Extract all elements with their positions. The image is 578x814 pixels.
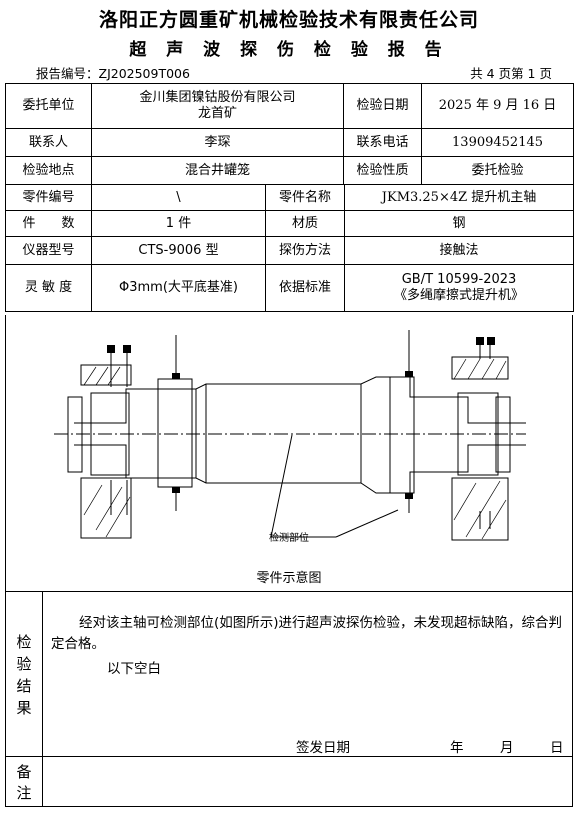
sensitivity-label: 灵 敏 度 [5, 264, 92, 312]
shaft-diagram [54, 330, 526, 541]
standard-label: 依据标准 [264, 264, 346, 312]
method-value: 接触法 [344, 236, 575, 265]
report-title: 超 声 波 探 伤 检 验 报 告 [129, 40, 449, 60]
sign-year: 年 [450, 740, 464, 756]
result-label-char: 验 [16, 655, 32, 673]
info-row-instrument: 仪器型号 CTS-9006 型 探伤方法 接触法 [5, 236, 575, 265]
sign-day: 日 [550, 740, 564, 756]
site-value: 混合井罐笼 [90, 156, 345, 185]
instrument-value: CTS-9006 型 [91, 236, 266, 265]
result-label: 检 验 结 果 [6, 591, 43, 756]
phone-value: 13909452145 [421, 128, 575, 157]
info-row-contact: 联系人 李琛 联系电话 13909452145 [5, 128, 575, 157]
part-no-value: \ [91, 184, 266, 211]
sign-date-label: 签发日期 [296, 740, 350, 756]
part-name-label: 零件名称 [264, 184, 346, 211]
diagram-section: 检测部位 零件示意图 [5, 315, 573, 592]
qty-label: 件 数 [5, 210, 92, 237]
date-label: 检验日期 [343, 83, 423, 129]
client-name-line2: 龙首矿 [198, 106, 238, 121]
material-label: 材质 [264, 210, 346, 237]
result-section: 检 验 结 果 经对该主轴可检测部位(如图所示)进行超声波探伤检验，未发现超标缺… [5, 591, 573, 757]
report-number: 报告编号：ZJ202509T006 [36, 66, 190, 81]
company-name: 洛阳正方圆重矿机械检验技术有限责任公司 [98, 9, 479, 31]
remark-label-char: 备 [16, 763, 32, 781]
info-row-sensitivity: 灵 敏 度 Φ3mm(大平底基准) 依据标准 GB/T 10599-2023 《… [5, 264, 575, 312]
part-name-value: JKM3.25×4Z 提升机主轴 [344, 184, 575, 211]
inspection-label: 检测部位 [269, 533, 309, 544]
standard-name: 《多绳摩擦式提升机》 [394, 288, 525, 303]
part-no-label: 零件编号 [5, 184, 92, 211]
site-label: 检验地点 [5, 156, 92, 185]
nature-value: 委托检验 [421, 156, 575, 185]
remark-section: 备 注 [5, 756, 573, 807]
diagram-caption: 零件示意图 [256, 571, 322, 586]
standard-value: GB/T 10599-2023 《多绳摩擦式提升机》 [344, 264, 575, 312]
info-row-qty: 件 数 1 件 材质 钢 [5, 210, 575, 237]
material-value: 钢 [344, 210, 575, 237]
client-value: 金川集团镍钴股份有限公司 龙首矿 [90, 83, 345, 129]
instrument-label: 仪器型号 [5, 236, 92, 265]
contact-label: 联系人 [5, 128, 92, 157]
method-label: 探伤方法 [264, 236, 346, 265]
sign-month: 月 [500, 740, 514, 756]
result-label-char: 结 [16, 677, 32, 695]
client-name-line1: 金川集团镍钴股份有限公司 [139, 90, 296, 105]
remark-label: 备 注 [6, 756, 43, 806]
remark-label-char: 注 [16, 784, 32, 802]
qty-value: 1 件 [91, 210, 266, 237]
info-row-client: 委托单位 金川集团镍钴股份有限公司 龙首矿 检验日期 2025 年 9 月 16… [5, 83, 575, 129]
standard-code: GB/T 10599-2023 [401, 272, 517, 287]
result-label-char: 检 [16, 633, 32, 651]
client-label: 委托单位 [5, 83, 92, 129]
info-row-site: 检验地点 混合井罐笼 检验性质 委托检验 [5, 156, 575, 185]
info-row-part: 零件编号 \ 零件名称 JKM3.25×4Z 提升机主轴 [5, 184, 575, 211]
page-info: 共 4 页第 1 页 [470, 66, 552, 81]
result-label-char: 果 [16, 699, 32, 717]
contact-value: 李琛 [90, 128, 345, 157]
sensitivity-value: Φ3mm(大平底基准) [91, 264, 266, 312]
info-table: 委托单位 金川集团镍钴股份有限公司 龙首矿 检验日期 2025 年 9 月 16… [5, 83, 575, 312]
blank-note: 以下空白 [107, 661, 161, 677]
phone-label: 联系电话 [343, 128, 423, 157]
nature-label: 检验性质 [343, 156, 423, 185]
result-text: 经对该主轴可检测部位(如图所示)进行超声波探伤检验，未发现超标缺陷，综合判定合格… [51, 615, 563, 652]
date-value: 2025 年 9 月 16 日 [421, 83, 575, 129]
